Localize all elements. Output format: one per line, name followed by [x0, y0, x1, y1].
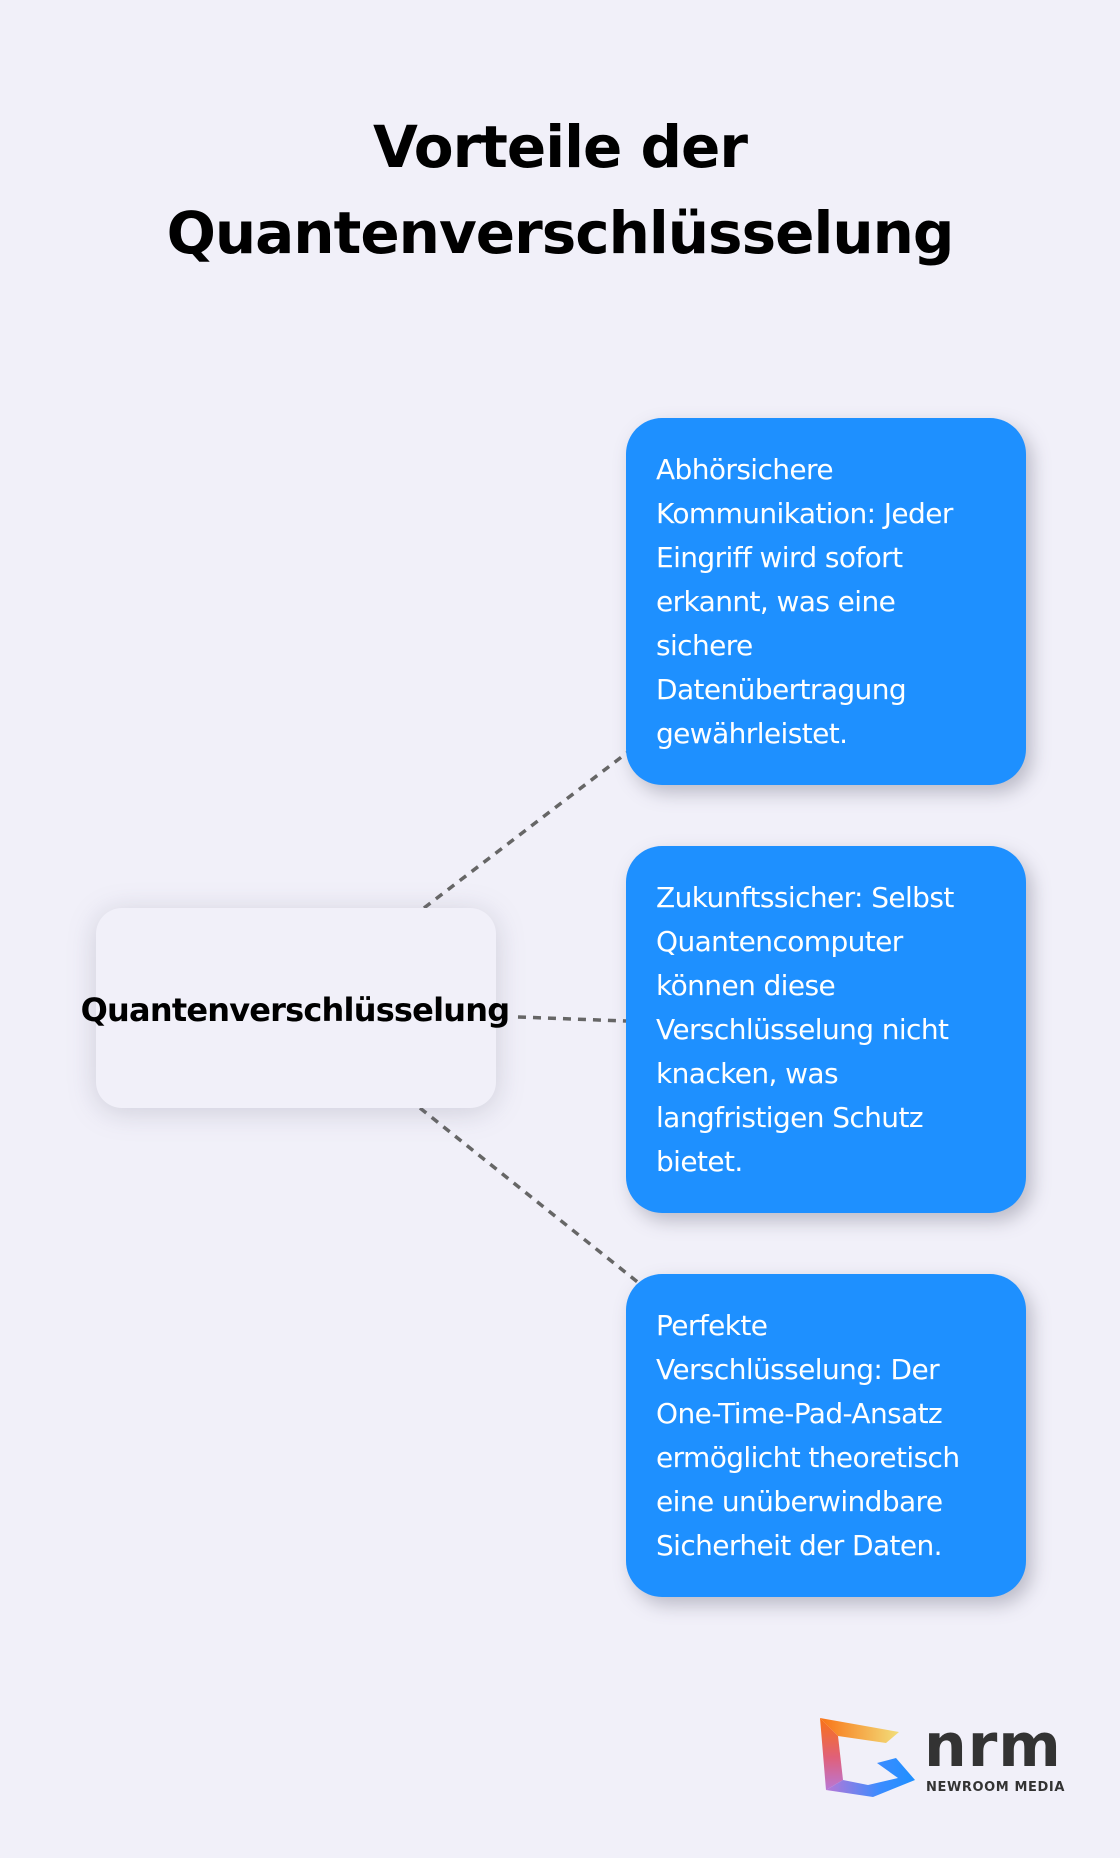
benefit-card-text: Abhörsichere Kommunikation: Jeder Eingri… [656, 453, 953, 750]
benefit-card-1: Abhörsichere Kommunikation: Jeder Eingri… [626, 418, 1026, 785]
nrm-logo-icon [820, 1718, 915, 1797]
center-node-label: Quantenverschlüsselung [80, 991, 510, 1029]
connector-to-card-3 [418, 1106, 642, 1286]
page-title: Vorteile der Quantenverschlüsselung [0, 104, 1120, 276]
brand-logo: nrm NEWROOM MEDIA [818, 1714, 1068, 1804]
benefit-card-text: Perfekte Verschlüsselung: Der One-Time-P… [656, 1309, 960, 1562]
benefit-card-2: Zukunftssicher: Selbst Quantencomputer k… [626, 846, 1026, 1213]
logo-subtitle: NEWROOM MEDIA [926, 1780, 1065, 1795]
benefit-card-3: Perfekte Verschlüsselung: Der One-Time-P… [626, 1274, 1026, 1597]
title-line-2: Quantenverschlüsselung [166, 199, 955, 267]
connector-to-card-2 [517, 1015, 627, 1023]
benefit-card-text: Zukunftssicher: Selbst Quantencomputer k… [656, 881, 954, 1178]
center-node [96, 908, 496, 1108]
logo-wordmark: nrm [924, 1711, 1062, 1781]
title-line-1: Vorteile der [373, 113, 748, 181]
connector-to-card-1 [422, 750, 630, 910]
